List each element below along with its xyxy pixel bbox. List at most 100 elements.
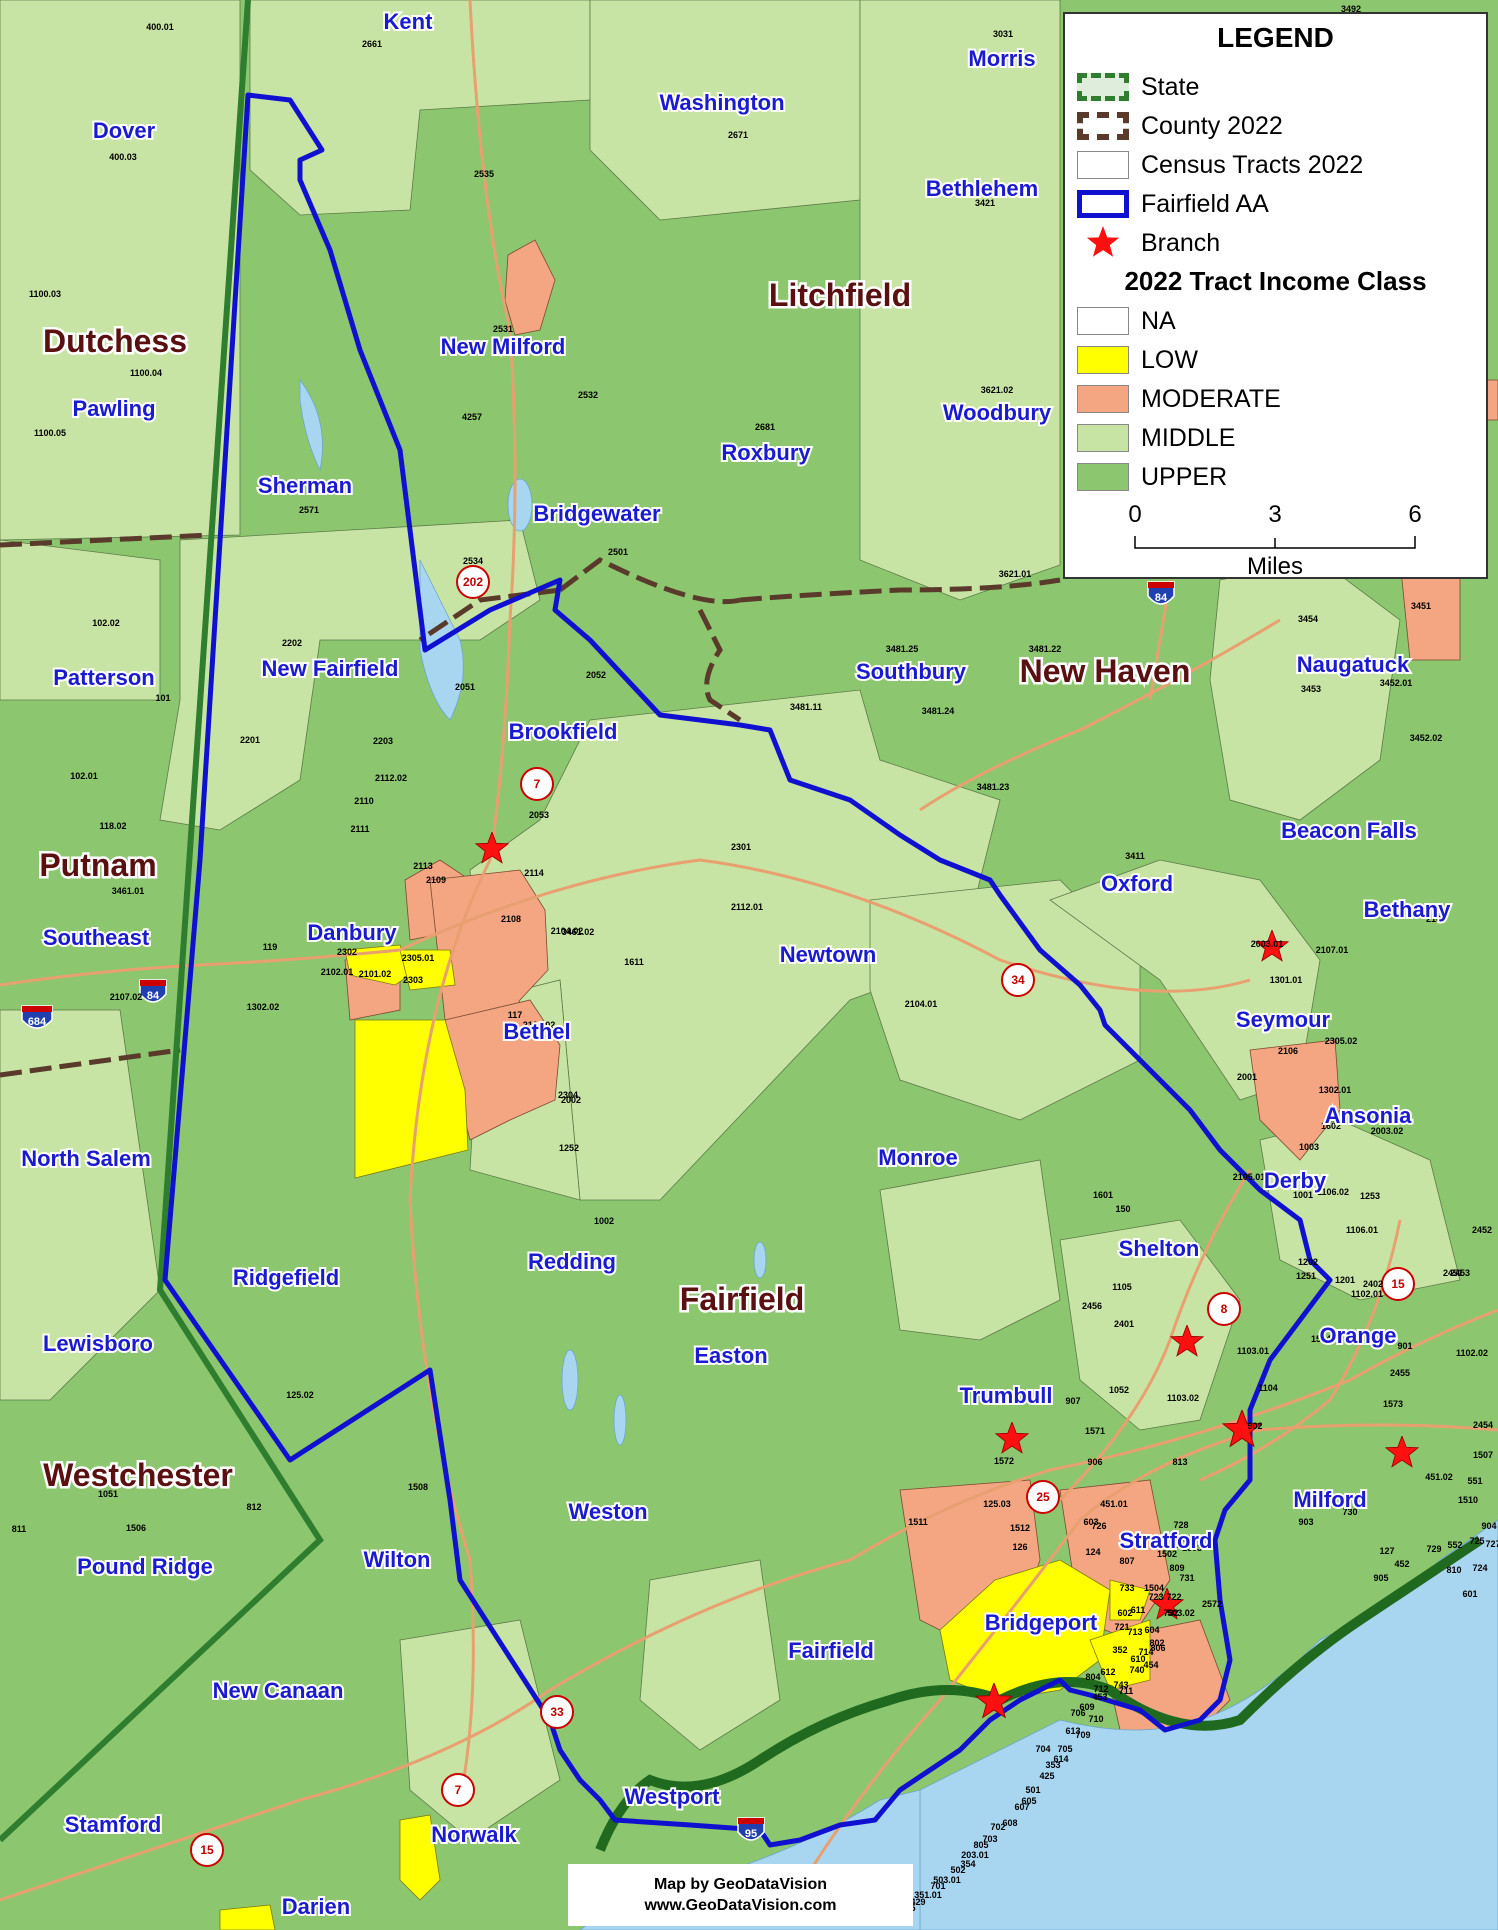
svg-text:8: 8 [1221,1302,1228,1316]
tract-label-2572: 2572 [1202,1599,1222,1609]
tract-label-904: 904 [1481,1521,1496,1531]
tract-label-2111: 2111 [350,824,369,834]
route-shield-34: 34 [1001,963,1035,997]
tract-label-724: 724 [1472,1563,1487,1573]
tract-label-1102-02: 1102.02 [1456,1348,1488,1358]
svg-text:202: 202 [463,575,483,589]
tract-label-702: 702 [990,1822,1005,1832]
county-label-new-haven: New Haven [1020,653,1191,689]
scale-tick-0: 0 [1128,501,1141,528]
tract-label-732: 732 [1163,1608,1178,1618]
legend-item-county: County 2022 [1077,109,1283,143]
tract-label-503-02: 503.02 [1167,1608,1195,1618]
tract-label-726: 726 [1091,1521,1106,1531]
tract-label-2107-01: 2107.01 [1316,945,1349,955]
scale-tick-3: 3 [1268,501,1281,528]
town-label-wilton: Wilton [364,1547,431,1572]
svg-text:95: 95 [745,1828,757,1840]
tract-label-721: 721 [1114,1622,1129,1632]
tract-label-2456: 2456 [1082,1301,1102,1311]
town-label-derby: Derby [1264,1168,1327,1193]
tract-label-126: 126 [1012,1542,1027,1552]
middle-income-tracts [0,0,1461,1841]
county-label-dutchess: Dutchess [43,323,187,359]
tract-label-2535: 2535 [474,169,494,179]
tract-label-3411: 3411 [1125,851,1145,861]
income-middle-swatch [1077,424,1129,452]
town-label-southbury: Southbury [856,659,967,684]
tract-label-1201: 1201 [1335,1275,1355,1285]
tract-label-2201: 2201 [240,735,260,745]
tract-label-503-01: 503.01 [933,1875,961,1885]
svg-text:684: 684 [28,1016,47,1028]
tract-label-1302-02: 1302.02 [247,1002,280,1012]
route-shield-15-south: 15 [190,1833,224,1867]
tract-label-1100-05: 1100.05 [34,428,66,438]
tract-label-2304: 2304 [558,1090,578,1100]
tract-label-3481-23: 3481.23 [977,782,1010,792]
town-label-seymour: Seymour [1236,1007,1331,1032]
tract-label-2109: 2109 [426,875,446,885]
legend-income-moderate: MODERATE [1077,382,1281,416]
tract-label-400-01: 400.01 [146,22,174,32]
tract-label-1503: 1503 [1182,1543,1202,1553]
tract-label-1573: 1573 [1383,1399,1403,1409]
town-label-bridgewater: Bridgewater [533,501,661,526]
tract-label-351-01: 351.01 [914,1890,942,1900]
route-shield-15: 15 [1381,1267,1415,1301]
tract-label-2114: 2114 [524,868,544,878]
tract-label-1106-01: 1106.01 [1346,1225,1378,1235]
tract-label-714: 714 [1138,1647,1153,1657]
route-shields: 202 7 34 8 15 25 33 7 15 [190,565,1415,1867]
tract-label-1507: 1507 [1473,1450,1493,1460]
tract-label-3461-02: 3461.02 [562,927,595,937]
town-label-westport: Westport [625,1784,721,1809]
tract-label-150: 150 [1115,1204,1130,1214]
tract-label-2661: 2661 [362,39,382,49]
county-boundary-swatch [1077,112,1129,140]
tract-label-3452-02: 3452.02 [1410,733,1443,743]
tract-label-203-01: 203.01 [961,1850,989,1860]
tract-label-605: 605 [1021,1796,1036,1806]
tract-label-902: 902 [1247,1421,1262,1431]
svg-text:7: 7 [534,777,541,791]
tract-label-2301: 2301 [731,842,751,852]
tract-label-3621-01: 3621.01 [999,569,1032,579]
town-label-kent: Kent [384,9,434,34]
route-shield-33: 33 [540,1695,574,1729]
interstate-shield-84-east: 84 [1147,581,1175,605]
town-label-washington: Washington [659,90,784,115]
tract-label-125-02: 125.02 [286,1390,314,1400]
assessment-area-swatch [1077,190,1129,218]
tract-label-709: 709 [1075,1730,1090,1740]
tract-label-811: 811 [12,1524,27,1534]
town-label-norwalk: Norwalk [431,1822,517,1847]
tract-label-609: 609 [1079,1702,1094,1712]
tract-label-705: 705 [1057,1744,1072,1754]
tract-label-2101-02: 2101.02 [359,969,392,979]
town-label-ridgefield: Ridgefield [233,1265,339,1290]
tract-label-2104-02: 2104.02 [551,926,584,936]
town-label-darien: Darien [282,1894,350,1919]
tract-label-1601: 1601 [1093,1190,1113,1200]
tract-label-3421: 3421 [975,198,995,208]
income-class-title: 2022 Tract Income Class [1124,266,1427,296]
town-label-stratford: Stratford [1120,1528,1213,1553]
town-label-weston: Weston [568,1499,647,1524]
tract-label-2051: 2051 [455,682,475,692]
legend-item-label: Branch [1141,228,1221,257]
tract-labels: 400.01266130313492400.032671342125351100… [12,4,1498,1924]
legend-item-label: UPPER [1141,462,1228,491]
town-label-bethany: Bethany [1364,897,1452,922]
tract-label-733: 733 [1119,1583,1134,1593]
svg-text:84: 84 [147,990,160,1002]
town-label-bethlehem: Bethlehem [926,176,1038,201]
tract-label-400-03: 400.03 [109,152,137,162]
svg-text:25: 25 [1036,1490,1050,1504]
tract-label-1504: 1504 [1144,1583,1164,1593]
town-label-sherman: Sherman [258,473,352,498]
svg-text:15: 15 [200,1843,214,1857]
tract-label-1571: 1571 [1085,1426,1105,1436]
low-income-tracts [219,944,1151,1930]
